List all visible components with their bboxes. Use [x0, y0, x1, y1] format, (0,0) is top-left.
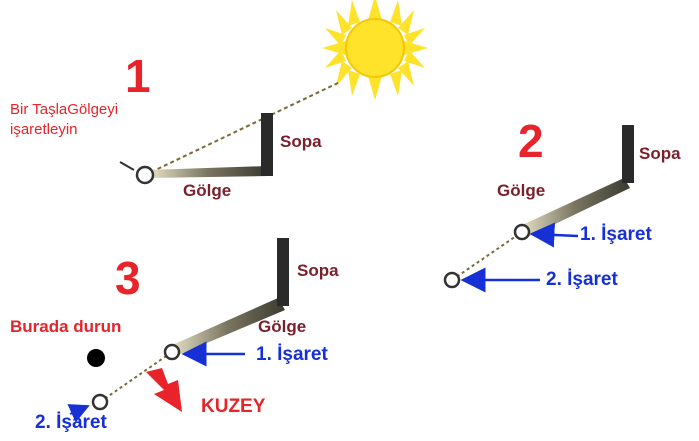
shadow-label-1: Gölge	[183, 182, 231, 200]
instruction-line-2: işaretleyin	[10, 120, 78, 139]
mark1-label-3: 1. İşaret	[256, 345, 328, 365]
step-number-2: 2	[518, 118, 544, 164]
dotted-line-2	[452, 232, 522, 280]
stick-2	[622, 125, 634, 183]
stone-marker-1	[137, 167, 153, 183]
shadow-bar-1	[148, 166, 268, 178]
mark2-label-3: 2. İşaret	[35, 413, 107, 433]
stone-marker-3b	[93, 395, 107, 409]
stick-1	[261, 113, 273, 176]
stick-3	[277, 238, 289, 306]
north-label: KUZEY	[201, 397, 265, 417]
instruction-line-1: Bir TaşlaGölgeyi	[10, 100, 118, 119]
stone-marker-2a	[515, 225, 529, 239]
pointer-tick	[120, 162, 134, 170]
stick-label-3: Sopa	[297, 262, 339, 280]
sun-ray-line	[145, 82, 340, 175]
mark1-label-2: 1. İşaret	[580, 225, 652, 245]
stone-marker-2b	[445, 273, 459, 287]
north-arrow-icon	[146, 368, 182, 412]
standing-spot-dot	[87, 349, 105, 367]
step-number-1: 1	[125, 53, 151, 99]
stand-here-label: Burada durun	[10, 318, 121, 336]
stick-label-1: Sopa	[280, 133, 322, 151]
sun-icon	[322, 0, 428, 100]
stick-label-2: Sopa	[639, 145, 681, 163]
shadow-label-3: Gölge	[258, 318, 306, 336]
mark2-label-2: 2. İşaret	[546, 270, 618, 290]
step-number-3: 3	[115, 255, 141, 301]
stone-marker-3a	[165, 345, 179, 359]
blue-arrow-2a	[532, 234, 578, 236]
shadow-label-2: Gölge	[497, 182, 545, 200]
